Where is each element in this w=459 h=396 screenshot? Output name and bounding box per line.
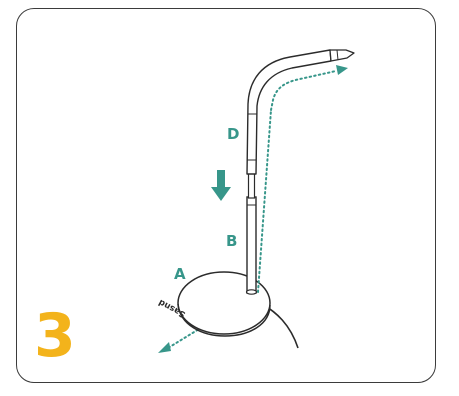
part-label-b: B xyxy=(226,232,238,250)
alignment-line-vertical xyxy=(257,109,272,293)
part-label-d: D xyxy=(227,125,240,143)
step-frame xyxy=(16,8,436,383)
lower-tube xyxy=(246,196,257,294)
part-label-a: A xyxy=(174,265,186,283)
alignment-line-upper xyxy=(270,70,337,111)
push-down-arrow xyxy=(211,170,231,201)
tube-connector xyxy=(247,171,256,199)
alignment-arrow-upper xyxy=(336,65,348,75)
lamp-base-edge xyxy=(177,303,271,337)
gooseneck-arm xyxy=(246,49,332,175)
alignment-arrow-lower xyxy=(158,342,171,353)
step-number: 3 xyxy=(34,301,76,371)
lamp-head-seam xyxy=(336,49,339,61)
lower-tube-socket xyxy=(245,289,258,295)
lamp-head xyxy=(329,49,355,62)
